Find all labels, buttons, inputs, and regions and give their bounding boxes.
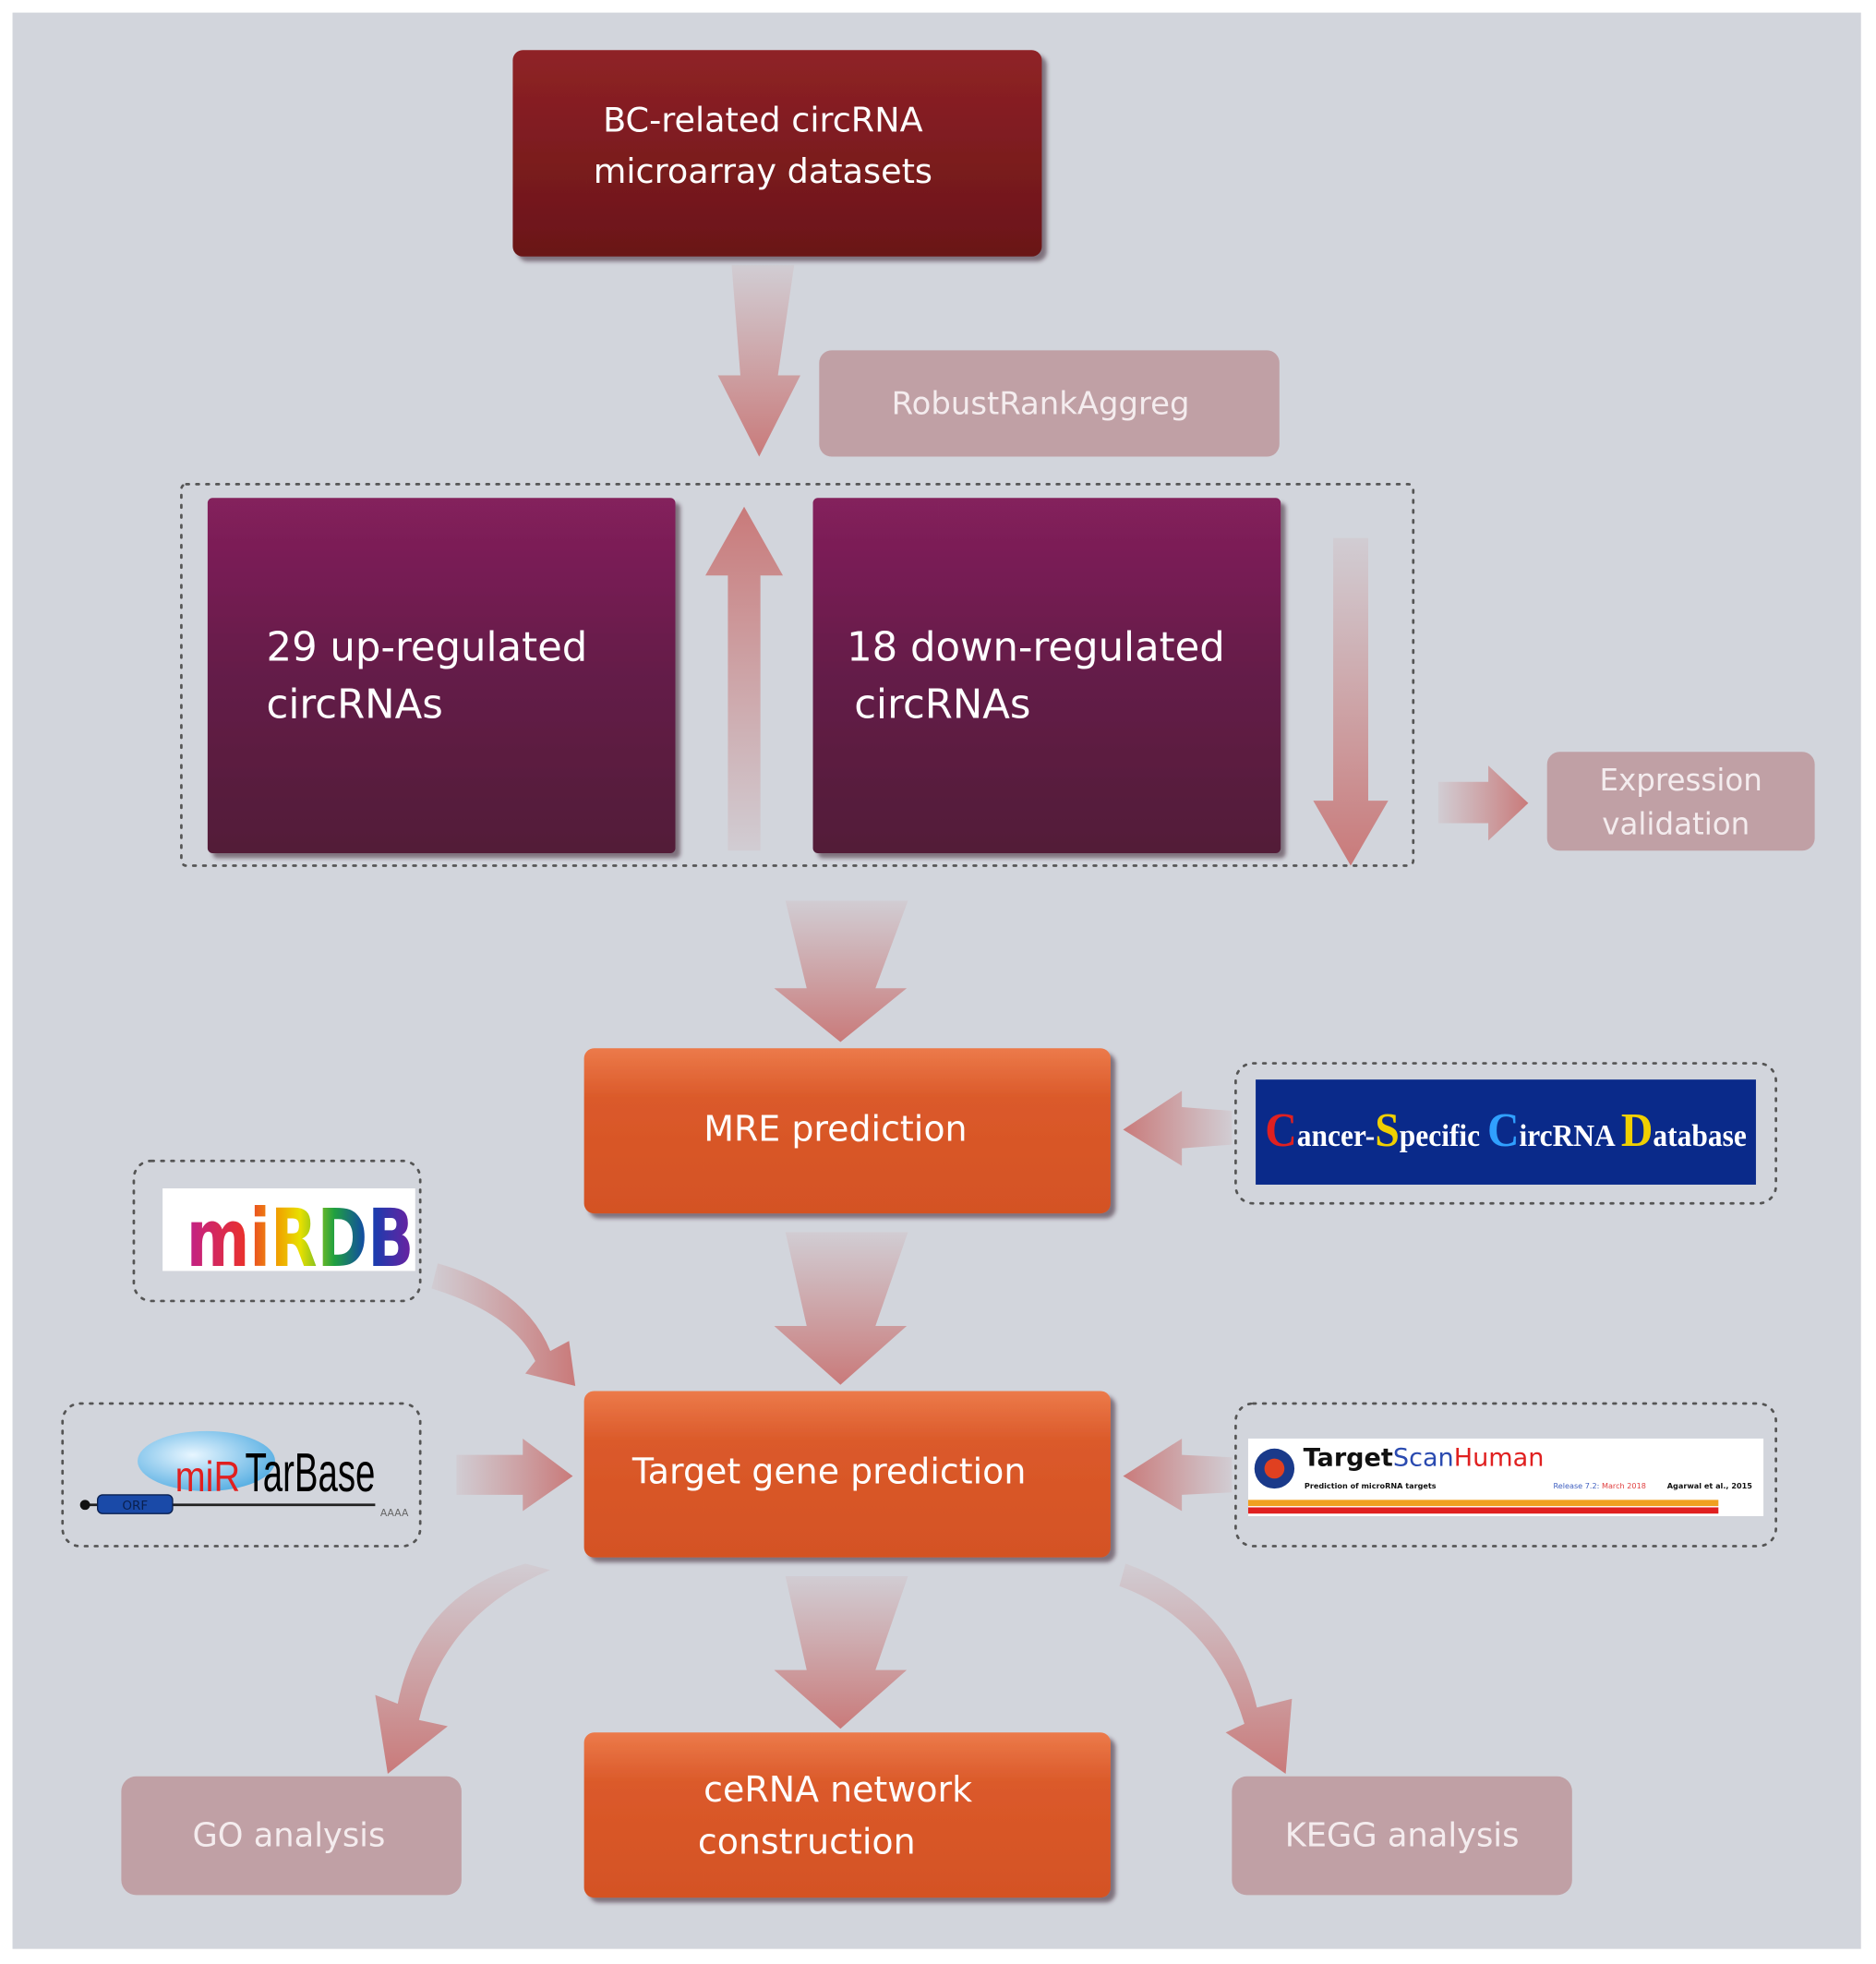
kegg-analysis-box: KEGG analysis <box>1232 1776 1572 1896</box>
mirdb-logo-border <box>132 1159 422 1303</box>
targetscan-logo: TargetScanHuman Prediction of microRNA t… <box>1247 1438 1764 1516</box>
arrow-down <box>1313 537 1389 866</box>
arrow-to-kegg <box>1119 1563 1293 1775</box>
validation-line2: validation <box>1602 807 1750 842</box>
expression-validation-box: Expression validation <box>1546 752 1815 851</box>
circrna-group-border <box>180 482 1415 867</box>
targetscan-citation: Agarwal et al., 2015 <box>1667 1481 1752 1490</box>
orf-label: ORF <box>122 1499 148 1513</box>
cerna-network-box: ceRNA network construction <box>583 1732 1111 1898</box>
method-label: RobustRankAggreg <box>892 385 1190 421</box>
arrow-to-mre <box>774 900 908 1042</box>
cerna-line1: ceRNA network <box>704 1769 972 1810</box>
arrow-target-to-cerna <box>774 1575 908 1729</box>
down-line2: circRNAs <box>854 682 1030 729</box>
targetscan-title: TargetScanHuman <box>1304 1444 1545 1473</box>
cerna-line2: construction <box>698 1822 916 1862</box>
arrow-to-validation <box>1437 765 1529 841</box>
up-regulated-box: 29 up-regulated circRNAs <box>207 498 676 853</box>
target-gene-prediction-box: Target gene prediction <box>583 1391 1111 1558</box>
cscd-logo: Cancer-Specific CircRNA Database <box>1256 1079 1756 1185</box>
datasets-line2: microarray datasets <box>594 151 932 191</box>
robustrankaggreg-box: RobustRankAggreg <box>819 350 1280 457</box>
mirdb-logo: miRDB <box>162 1188 415 1285</box>
arrow-mre-to-target <box>774 1232 908 1385</box>
arrow-to-go <box>375 1563 551 1775</box>
targetscan-release: Release 7.2: March 2018 <box>1553 1481 1645 1490</box>
targetscan-subtitle: Prediction of microRNA targets <box>1305 1481 1437 1490</box>
mirtarbase-logo: ORF miR TarBase AAAA <box>79 1430 409 1519</box>
up-line2: circRNAs <box>267 682 443 729</box>
arrow-mirtarbase-to-target <box>456 1438 573 1512</box>
datasets-line1: BC-related circRNA <box>603 100 922 139</box>
mre-prediction-box: MRE prediction <box>583 1048 1111 1214</box>
cscd-logo-text: Cancer-Specific CircRNA Database <box>1265 1104 1747 1157</box>
targetscan-logo-border <box>1234 1402 1777 1548</box>
arrow-mirdb-to-target <box>431 1263 576 1387</box>
polya-label: AAAA <box>380 1507 409 1519</box>
kegg-label: KEGG analysis <box>1285 1817 1520 1855</box>
up-line1: 29 up-regulated <box>267 624 588 670</box>
datasets-box: BC-related circRNA microarray datasets <box>512 50 1042 257</box>
mirdb-logo-text: miRDB <box>186 1193 415 1285</box>
cscd-logo-border <box>1234 1062 1777 1205</box>
arrow-targetscan-to-target <box>1123 1438 1233 1512</box>
arrow-datasets-to-circrnas <box>717 265 800 457</box>
arrow-up <box>705 506 784 851</box>
down-regulated-box: 18 down-regulated circRNAs <box>812 498 1281 853</box>
go-analysis-box: GO analysis <box>121 1776 462 1896</box>
arrow-cscd-to-mre <box>1123 1090 1233 1166</box>
target-label: Target gene prediction <box>631 1452 1026 1492</box>
validation-line1: Expression <box>1599 763 1762 798</box>
down-line1: 18 down-regulated <box>847 624 1225 670</box>
mirtarbase-logo-border <box>61 1402 422 1548</box>
background-panel <box>12 12 1861 1949</box>
mre-label: MRE prediction <box>704 1109 967 1150</box>
go-label: GO analysis <box>193 1817 386 1855</box>
mir-text: miR <box>175 1452 240 1500</box>
arrows <box>375 265 1529 1775</box>
tarbase-text: TarBase <box>246 1441 376 1503</box>
